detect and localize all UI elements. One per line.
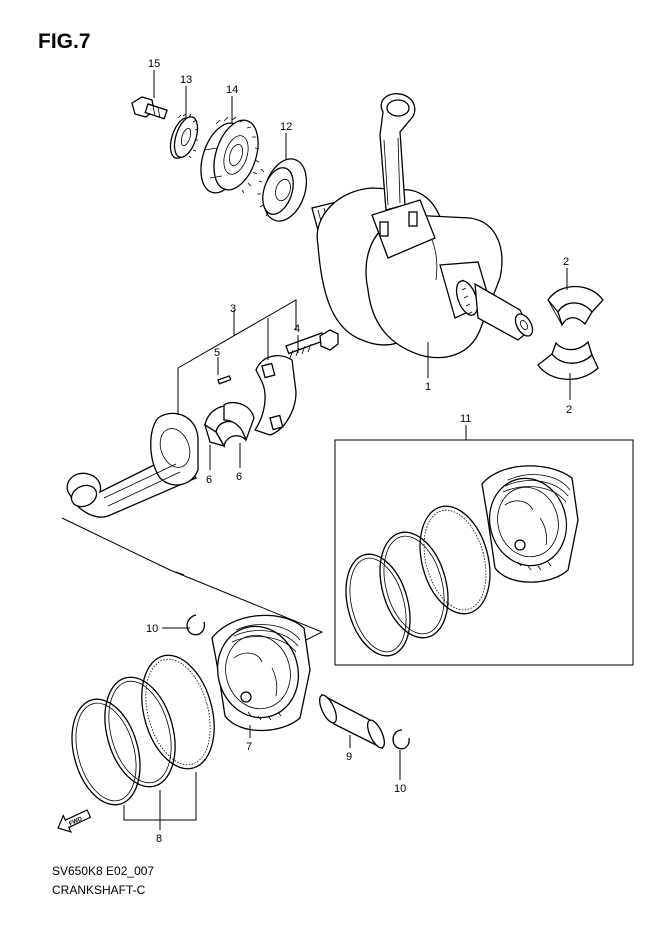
part-10-circlip-lower[interactable] [392, 729, 410, 750]
callout-13: 13 [180, 74, 192, 86]
callout-6-left: 6 [206, 474, 212, 486]
callout-9: 9 [346, 751, 352, 763]
part-2-bearing-upper[interactable] [547, 286, 604, 327]
footer-diagram-code: SV650K8 E02_007 [52, 864, 155, 878]
callout-2-upper: 2 [563, 256, 569, 268]
callout-14: 14 [226, 84, 238, 96]
part-12-washer[interactable] [256, 153, 314, 226]
callout-10-lower: 10 [394, 783, 406, 795]
leader-lines-group-3 [61, 299, 324, 646]
callout-1: 1 [425, 381, 431, 393]
callout-3: 3 [230, 303, 236, 315]
callout-6-right: 6 [236, 471, 242, 483]
part-8-piston-rings[interactable] [61, 647, 226, 812]
part-3-conrod-assembly[interactable] [66, 329, 339, 518]
callout-15: 15 [148, 58, 160, 70]
part-7-piston[interactable] [207, 614, 311, 732]
part-9-piston-pin[interactable] [316, 693, 388, 750]
leader-lines [123, 70, 571, 830]
part-1-crankshaft[interactable] [311, 93, 536, 359]
part-11-piston-kit-box[interactable] [334, 439, 634, 666]
part-14-gear[interactable] [193, 115, 266, 199]
callout-4: 4 [294, 323, 300, 335]
footer-diagram-name: CRANKSHAFT-C [52, 883, 146, 897]
part-15-bolt[interactable] [131, 96, 168, 120]
fwd-arrow-icon: FWD [57, 809, 92, 833]
part-13-gear[interactable] [166, 113, 202, 161]
part-10-circlip-upper[interactable] [186, 614, 206, 636]
callout-8: 8 [156, 833, 162, 845]
callout-5: 5 [214, 347, 220, 359]
part-2-bearing-lower[interactable] [537, 340, 599, 380]
callout-10-upper: 10 [146, 623, 158, 635]
callout-12: 12 [280, 121, 292, 133]
callout-2-lower: 2 [566, 404, 572, 416]
callout-7: 7 [246, 741, 252, 753]
callout-11: 11 [460, 413, 471, 425]
callout-numbers: 15 13 14 12 2 2 1 3 4 5 6 6 11 10 7 9 10… [146, 58, 572, 845]
fwd-label: FWD [68, 816, 84, 827]
figure-title: FIG.7 [38, 30, 91, 53]
